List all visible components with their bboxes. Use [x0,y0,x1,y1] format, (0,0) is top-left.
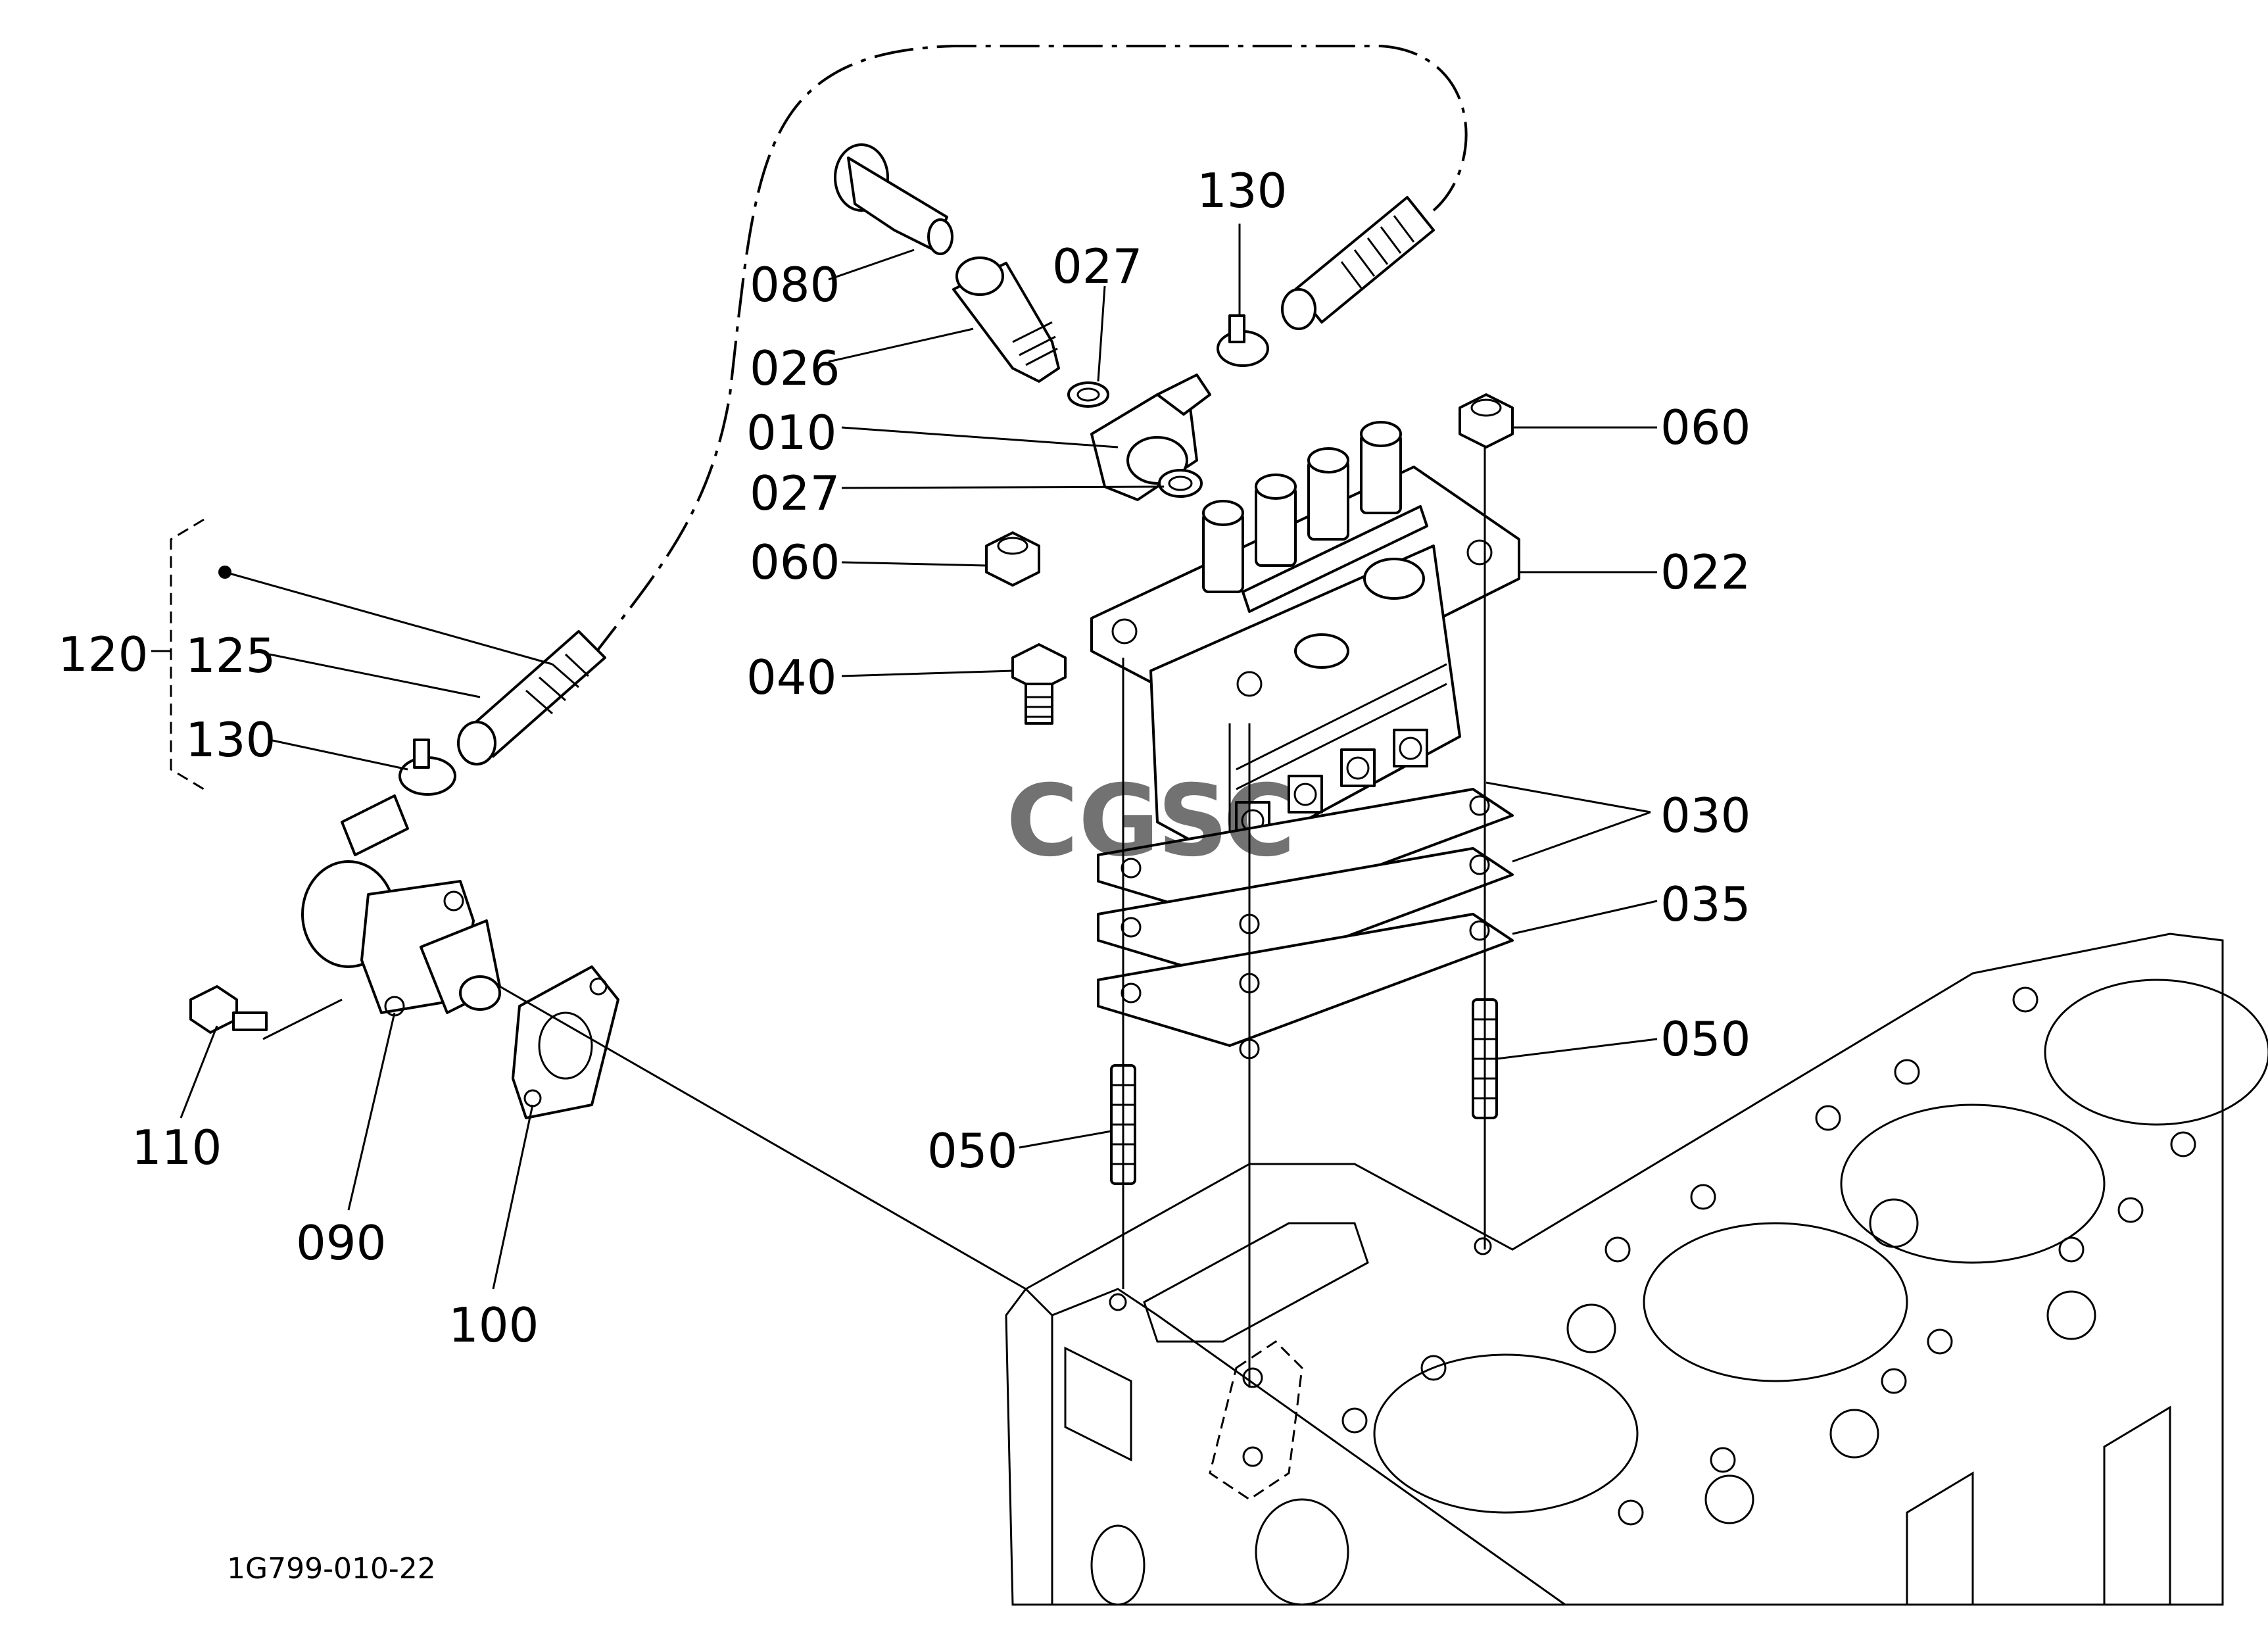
fuel-hose-lower [457,630,606,765]
pump-alignment-line [262,985,1026,1290]
label-060-left: 060 [750,535,840,590]
assembly-bracket [170,518,205,790]
bolt [1011,643,1067,725]
label-027-lower: 027 [750,466,840,521]
label-090: 090 [296,1215,386,1271]
label-080: 080 [750,257,840,312]
label-130-lower: 130 [185,712,276,767]
watermark-letter-1: C [1006,764,1078,879]
watermark-letter-4: C [1223,764,1295,879]
gasket-ring-upper [1067,381,1109,408]
watermark-letter-3: S [1157,764,1228,879]
banjo-union [1090,374,1211,501]
label-100: 100 [448,1298,539,1353]
watermark: C G S C [1006,764,1295,879]
screw [189,985,268,1034]
pump-gasket [512,965,619,1119]
drawing-code: 1G799-010-22 [227,1552,436,1586]
label-125: 125 [185,628,276,683]
fuel-pipe-route [591,45,1468,659]
fuel-filter-bowl [834,143,953,255]
label-120: 120 [58,627,148,682]
label-035: 035 [1660,877,1750,932]
nut-left [985,531,1040,587]
label-040: 040 [746,650,836,705]
engine-block [1005,933,2268,1606]
part-labels: 080 026 027 130 010 027 060 060 022 040 … [58,163,1750,1353]
nut-right [1459,393,1514,449]
label-060-right: 060 [1660,400,1750,455]
hose-clamp-lower [398,739,456,796]
label-110: 110 [132,1120,222,1175]
label-050-left: 050 [927,1123,1017,1178]
gasket-ring-lower [1158,469,1203,498]
label-026: 026 [750,341,840,396]
shim-plates [1097,788,1514,1059]
hose-clamp-upper [1217,314,1269,367]
injection-pump [1090,421,1520,863]
alignment-lines [1122,447,1486,1388]
watermark-letter-2: G [1078,764,1159,879]
banjo-bolt [952,256,1060,383]
fuel-feed-pump [301,794,501,1017]
fuel-hose-upper [1281,196,1435,330]
label-027-upper: 027 [1052,239,1142,294]
label-010: 010 [746,405,836,460]
label-130-upper: 130 [1197,163,1287,218]
label-022: 022 [1660,545,1750,600]
leader-lines [151,224,1658,1290]
label-030: 030 [1660,788,1750,843]
label-050-right: 050 [1660,1011,1750,1067]
